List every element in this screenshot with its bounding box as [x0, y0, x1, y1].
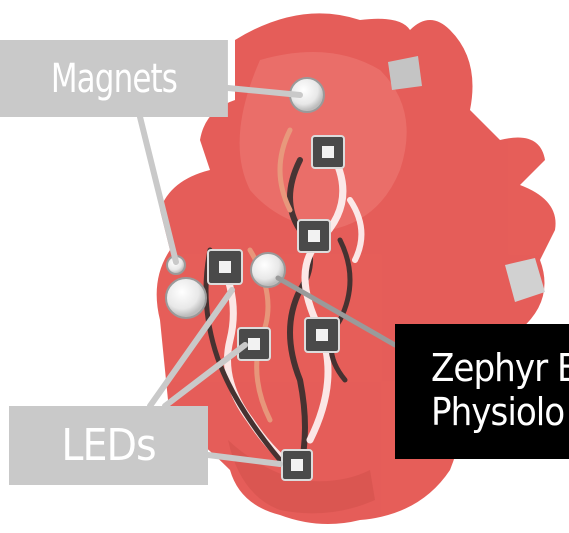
zephyr-label-line1: Zephyr B — [431, 346, 569, 390]
magnets-label: Magnets — [0, 40, 228, 117]
zephyr-label-line2: Physiolo — [431, 390, 569, 434]
magnet — [166, 278, 206, 318]
zephyr-label: Zephyr B Physiolo — [395, 324, 569, 459]
leds-label: LEDs — [9, 406, 208, 485]
magnets-leader-2 — [140, 117, 176, 262]
magnets-label-text: Magnets — [51, 56, 177, 102]
leds-label-text: LEDs — [61, 420, 155, 471]
